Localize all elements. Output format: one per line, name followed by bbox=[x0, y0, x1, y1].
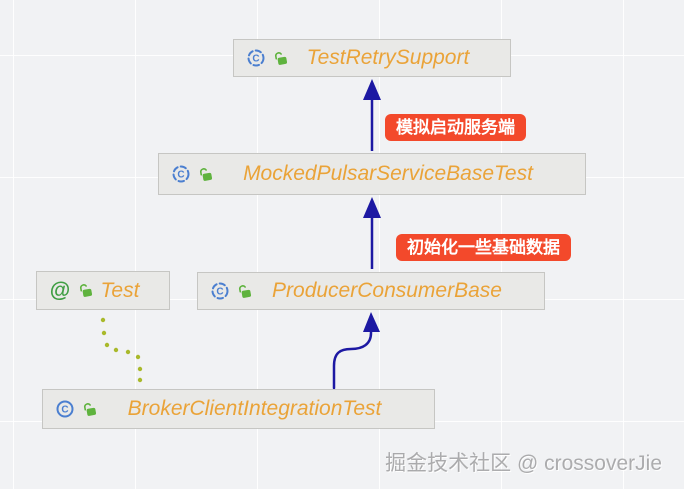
class-node-broker-client-integration-test[interactable]: C BrokerClientIntegrationTest bbox=[42, 389, 435, 429]
callout-mock-server: 模拟启动服务端 bbox=[385, 114, 526, 141]
class-name-label: ProducerConsumerBase bbox=[272, 279, 502, 302]
abstract-class-icon: C bbox=[247, 49, 265, 67]
class-icon: C bbox=[56, 400, 74, 418]
inheritance-arrow-producer-to-mocked bbox=[363, 197, 381, 269]
annotation-dotted-edge-broker-to-test bbox=[100, 317, 143, 383]
svg-text:C: C bbox=[177, 170, 184, 181]
watermark-text: 掘金技术社区 @ crossoverJie bbox=[385, 452, 662, 475]
unlocked-padlock-icon bbox=[275, 51, 288, 65]
annotation-icon: @ bbox=[49, 279, 71, 302]
unlocked-padlock-icon bbox=[200, 167, 213, 181]
callout-init-base-data: 初始化一些基础数据 bbox=[396, 234, 571, 261]
inheritance-arrow-mocked-to-retry bbox=[363, 79, 381, 151]
class-name-label: Test bbox=[100, 278, 140, 302]
abstract-class-icon: C bbox=[211, 282, 229, 300]
class-node-test-retry-support[interactable]: C TestRetrySupport bbox=[233, 39, 511, 77]
annotation-node-test[interactable]: @ Test bbox=[36, 271, 170, 310]
class-name-label: BrokerClientIntegrationTest bbox=[127, 397, 382, 420]
unlocked-padlock-icon bbox=[84, 402, 97, 416]
class-name-label: TestRetrySupport bbox=[306, 46, 470, 69]
inheritance-arrow-broker-to-producer bbox=[332, 312, 380, 390]
svg-text:C: C bbox=[216, 287, 223, 298]
svg-text:C: C bbox=[252, 54, 259, 65]
class-name-label: MockedPulsarServiceBaseTest bbox=[243, 162, 533, 185]
svg-text:C: C bbox=[61, 405, 68, 416]
abstract-class-icon: C bbox=[172, 165, 190, 183]
unlocked-padlock-icon bbox=[80, 284, 93, 297]
class-node-mocked-pulsar-service-base-test[interactable]: C MockedPulsarServiceBaseTest bbox=[158, 153, 586, 195]
class-node-producer-consumer-base[interactable]: C ProducerConsumerBase bbox=[197, 272, 545, 310]
unlocked-padlock-icon bbox=[239, 284, 252, 298]
